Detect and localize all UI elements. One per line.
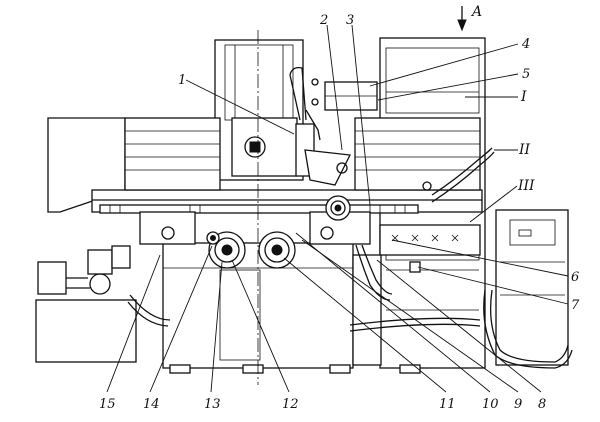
hydraulic-pipe: [289, 67, 378, 141]
small-wheel: [325, 195, 351, 221]
callout-13: 13: [204, 397, 221, 412]
section-II: II: [518, 142, 531, 158]
callout-7: 7: [571, 298, 580, 313]
machine-bed: [47, 117, 483, 214]
callout-11: 11: [439, 397, 456, 412]
callout-14: 14: [143, 397, 160, 412]
callout-3: 3: [346, 13, 354, 28]
callout-1: 1: [178, 73, 186, 88]
callout-5: 5: [522, 67, 530, 82]
knob-left: [206, 231, 220, 245]
callout-15: 15: [99, 397, 116, 412]
section-I: I: [520, 89, 527, 105]
guard-arm: [422, 147, 495, 203]
wheel-head: [231, 117, 351, 186]
callout-4: 4: [521, 37, 530, 52]
machine-feet: [169, 364, 421, 374]
callout-9: 9: [514, 397, 522, 412]
callout-10: 10: [482, 397, 499, 412]
electrical-cabinet: [495, 209, 569, 366]
callout-2: 2: [319, 13, 328, 28]
section-III: III: [517, 178, 535, 194]
callout-8: 8: [538, 397, 546, 412]
callout-6: 6: [571, 270, 579, 285]
view-arrow: [457, 6, 467, 32]
callout-12: 12: [282, 397, 299, 412]
view-label: A: [470, 4, 482, 20]
leader-lines: [106, 24, 569, 393]
handwheel-right: [258, 231, 296, 269]
hydraulic-tank: [35, 245, 137, 363]
